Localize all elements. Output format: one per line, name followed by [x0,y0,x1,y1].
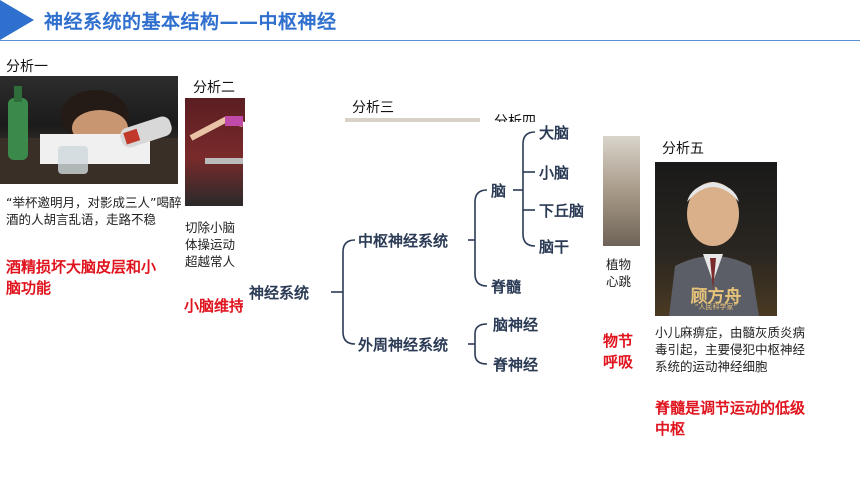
portrait-name: 顾方舟 [690,287,742,307]
panel-3-photo [345,118,480,124]
node-cranial-nerves: 脑神经 [493,316,539,334]
node-peripheral-nervous-system: 外周神经系统 [358,336,449,354]
patient-photo [603,136,640,246]
panel-5-label: 分析五 [662,141,704,157]
node-cerebellum: 小脑 [539,164,570,182]
panel-2-label: 分析二 [193,80,235,96]
panel-2-conclusion: 小脑维持 [184,297,244,315]
portrait-subtitle: “人民科学家” [694,303,738,311]
panel-3-label: 分析三 [352,100,394,116]
page-title: 神经系统的基本结构——中枢神经 [44,11,337,33]
node-cerebrum: 大脑 [539,124,570,142]
panel-4-caption: 植物心跳 [606,257,632,289]
nervous-system-diagram: 神经系统 中枢神经系统 外周神经系统 脑 脊髓 大脑 小脑 下丘脑 脑干 脑神经… [243,122,603,386]
panel-5-conclusion: 脊髓是调节运动的低级中枢 [655,399,806,438]
node-spinal-cord: 脊髓 [491,278,522,296]
panel-5-caption: 小儿麻痹症，由髓灰质炎病毒引起，主要侵犯中枢神经系统的运动神经细胞 [655,325,806,374]
diagram-connectors [331,131,536,365]
panel-4-label: 分析四 [494,114,536,122]
node-central-nervous-system: 中枢神经系统 [358,232,449,250]
node-nervous-system: 神经系统 [249,284,310,302]
node-hypothalamus: 下丘脑 [539,202,585,220]
panel-4-conclusion: 物节呼吸 [603,332,634,371]
portrait-photo: 顾方舟 “人民科学家” [655,162,777,316]
drunk-man-photo [0,76,178,184]
panel-1-caption: “举杯邀明月，对影成三人”喝醉酒的人胡言乱语，走路不稳 [6,195,182,227]
gymnast-photo [185,98,245,206]
panel-2-caption: 切除小脑体操运动超越常人 [185,220,236,269]
header-divider [0,40,860,41]
header-triangle-icon [0,0,34,40]
node-brain: 脑 [491,182,507,200]
node-brainstem: 脑干 [539,238,570,256]
node-spinal-nerves: 脊神经 [493,356,539,374]
panel-1-label: 分析一 [6,59,48,75]
panel-1-conclusion: 酒精损坏大脑皮层和小脑功能 [6,258,157,297]
